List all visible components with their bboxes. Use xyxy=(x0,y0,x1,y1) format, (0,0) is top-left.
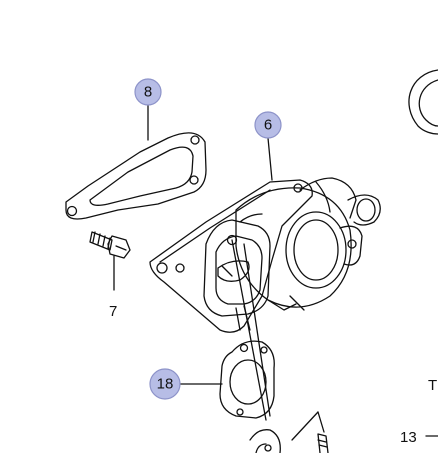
label-part-7: 7 xyxy=(109,303,117,320)
throttle-body-part-6 xyxy=(149,177,381,333)
callout-bubble xyxy=(149,368,181,400)
callout-6: 6 xyxy=(254,111,282,139)
callout-number-6: 6 xyxy=(264,117,272,134)
callout-18: 18 xyxy=(149,368,181,400)
callout-bubble xyxy=(134,78,162,106)
bottom-parts xyxy=(249,429,329,453)
callout-8: 8 xyxy=(134,78,162,106)
callout-number-18: 18 xyxy=(157,376,174,393)
label-part-13: 13 xyxy=(400,429,417,446)
callout-number-8: 8 xyxy=(144,84,152,101)
callout-bubble xyxy=(254,111,282,139)
label-part-T: T xyxy=(428,377,437,394)
bolt-part-7 xyxy=(89,231,131,259)
alignment-lines xyxy=(231,239,438,441)
callout-leaders xyxy=(113,104,273,385)
partial-part-right-edge xyxy=(408,69,438,135)
gasket-part-18 xyxy=(219,340,275,419)
gasket-part-8 xyxy=(65,132,207,220)
